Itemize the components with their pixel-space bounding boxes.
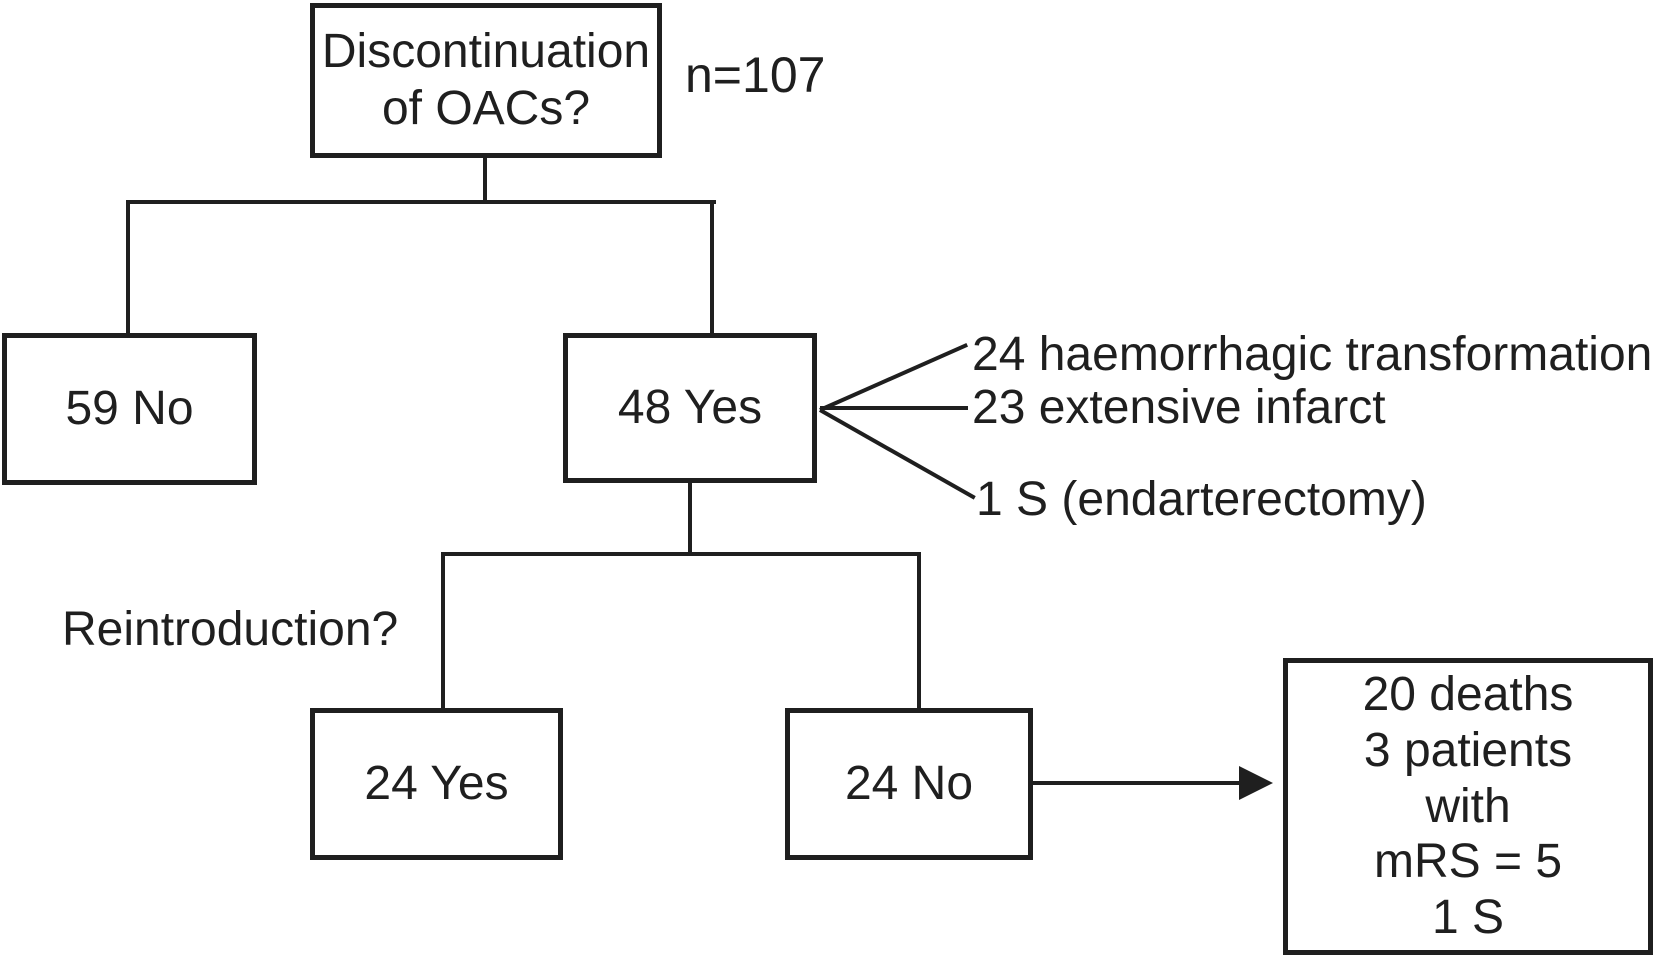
outcome-line-patients: 3 patients — [1363, 723, 1573, 777]
yes-discontinuation-label: 48 Yes — [617, 380, 763, 434]
no-discontinuation-box: 59 No — [2, 333, 257, 485]
outcome-line-mrs: mRS = 5 — [1373, 835, 1563, 889]
connector-branch1-horizontal-line — [126, 200, 716, 204]
breakdown-ray-bottom-line — [819, 408, 976, 500]
breakdown-infarct-label: 23 extensive infarct — [972, 381, 1386, 434]
discontinuation-question-line1: Discontinuation — [321, 24, 651, 78]
breakdown-endarterectomy-label: 1 S (endarterectomy) — [976, 473, 1427, 526]
connector-branch2-horizontal-line — [441, 552, 921, 556]
reintroduction-question-label: Reintroduction? — [62, 603, 399, 656]
outcome-arrow-head-icon — [1239, 766, 1273, 800]
reintroduction-yes-box: 24 Yes — [310, 708, 563, 860]
outcome-line-with: with — [1425, 779, 1511, 833]
yes-discontinuation-box: 48 Yes — [563, 333, 817, 483]
outcome-arrow-shaft-line — [1033, 781, 1240, 785]
cohort-count-label: n=107 — [685, 47, 826, 103]
connector-branch2-right-vertical-line — [917, 552, 921, 708]
breakdown-ray-top-line — [819, 342, 969, 412]
connector-branch1-right-vertical-line — [710, 200, 714, 333]
connector-branch1-left-vertical-line — [126, 200, 130, 333]
connector-yes-vertical-line — [688, 483, 692, 556]
discontinuation-question-line2: of OACs? — [381, 81, 591, 135]
reintroduction-no-box: 24 No — [785, 708, 1033, 860]
no-discontinuation-label: 59 No — [65, 381, 194, 435]
connector-branch2-left-vertical-line — [441, 552, 445, 708]
reintroduction-yes-label: 24 Yes — [364, 756, 509, 810]
outcome-box: 20 deaths 3 patients with mRS = 5 1 S — [1283, 658, 1653, 955]
connector-root-vertical-line — [483, 157, 487, 204]
breakdown-ray-middle-line — [820, 406, 968, 410]
outcome-line-s: 1 S — [1431, 891, 1505, 944]
breakdown-haemorrhagic-label: 24 haemorrhagic transformation — [972, 328, 1653, 381]
reintroduction-no-label: 24 No — [844, 756, 974, 810]
discontinuation-question-box: Discontinuation of OACs? — [310, 3, 662, 158]
outcome-line-deaths: 20 deaths — [1362, 668, 1574, 722]
